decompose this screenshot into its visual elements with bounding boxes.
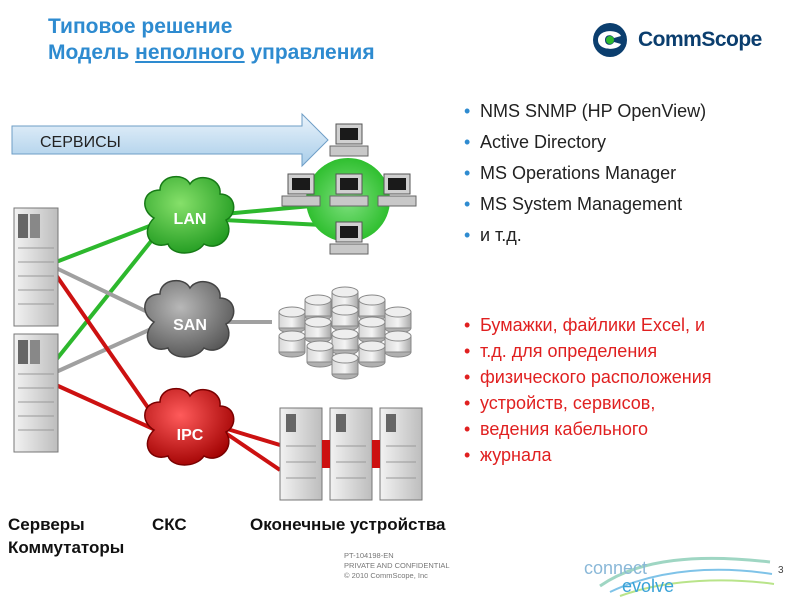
commscope-logo-text: CommScope <box>638 28 762 51</box>
database-icon <box>304 316 332 344</box>
workstations-cluster <box>281 123 417 255</box>
database-icon <box>331 304 359 332</box>
database-icon <box>384 306 412 334</box>
workstation-icon <box>281 173 321 207</box>
tools-list-item: MS Operations Manager <box>462 158 792 189</box>
footer-info: PT-104198-EN PRIVATE AND CONFIDENTIAL © … <box>344 551 450 581</box>
page-number: 3 <box>778 565 784 576</box>
tools-list-item: Active Directory <box>462 127 792 158</box>
manual-records-note: Бумажки, файлики Excel, и т.д. для опред… <box>462 312 782 468</box>
database-icon <box>358 340 386 368</box>
database-icon <box>358 316 386 344</box>
confidential-notice: PRIVATE AND CONFIDENTIAL <box>344 561 450 570</box>
tools-list-item: NMS SNMP (HP OpenView) <box>462 96 792 127</box>
servers-label: Серверы <box>8 515 85 534</box>
ipc-cloud: IPC <box>144 387 235 466</box>
database-icon <box>331 352 359 380</box>
workstation-icon <box>377 173 417 207</box>
storage-cluster <box>278 286 412 380</box>
lan-label: LAN <box>174 211 207 228</box>
server-rack-bottom <box>13 333 59 453</box>
tools-list-item: и т.д. <box>462 220 792 251</box>
tools-list: NMS SNMP (HP OpenView) Active Directory … <box>462 96 792 251</box>
doc-id: PT-104198-EN <box>344 551 394 560</box>
connection-lines <box>54 203 323 472</box>
title-line-1: Типовое решение <box>48 15 233 38</box>
switches-label: Коммутаторы <box>8 538 124 557</box>
connect-word: connect <box>584 558 647 578</box>
lan-cloud: LAN <box>144 175 235 254</box>
services-label: СЕРВИСЫ <box>40 134 121 151</box>
server-rack-top <box>13 207 59 327</box>
copyright: © 2010 CommScope, Inc <box>344 571 428 580</box>
title-line-2: Модель неполного управления <box>48 40 375 66</box>
services-arrow: СЕРВИСЫ <box>11 112 329 168</box>
database-icon <box>278 330 306 358</box>
workstation-icon <box>329 221 369 255</box>
note-line: Бумажки, файлики Excel, и <box>462 312 782 338</box>
database-icon <box>384 330 412 358</box>
title-prefix: Модель <box>48 41 136 64</box>
note-line: устройств, сервисов, <box>462 390 782 416</box>
commscope-logo-icon <box>593 23 627 57</box>
ipc-label: IPC <box>177 427 204 444</box>
san-label: SAN <box>173 317 207 334</box>
title-suffix: управления <box>244 41 375 64</box>
san-cloud: SAN <box>144 279 235 358</box>
note-line: ведения кабельного <box>462 416 782 442</box>
title-underlined-word: неполного <box>135 41 245 64</box>
connect-evolve-logo: connect evolve <box>584 556 775 597</box>
note-line: т.д. для определения <box>462 338 782 364</box>
database-icon <box>278 306 306 334</box>
note-line: физического расположения <box>462 364 782 390</box>
workstation-icon <box>329 173 369 207</box>
database-icon <box>331 328 359 356</box>
evolve-word: evolve <box>622 576 674 596</box>
tools-list-item: MS System Management <box>462 189 792 220</box>
database-icon <box>306 340 334 368</box>
endpoints-label: Оконечные устройства <box>250 515 446 534</box>
slide-title: Типовое решение Модель неполного управле… <box>48 14 375 66</box>
commscope-logo: CommScope <box>588 20 788 60</box>
note-line: журнала <box>462 442 782 468</box>
sks-label: СКС <box>152 515 187 534</box>
endpoint-racks <box>279 407 423 501</box>
workstation-icon <box>329 123 369 157</box>
